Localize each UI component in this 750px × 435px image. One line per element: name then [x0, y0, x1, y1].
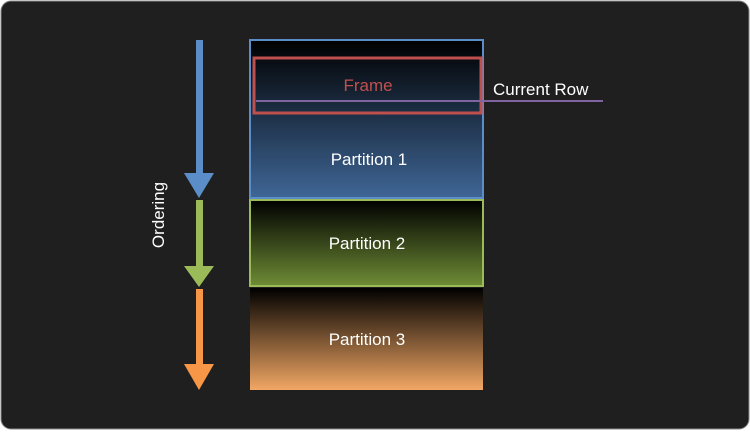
ordering-arrow-2: [184, 200, 214, 287]
partition-2-label: Partition 2: [329, 234, 406, 253]
partition-3-label: Partition 3: [329, 330, 406, 349]
partition-2-box: [249, 199, 484, 287]
partition-3-box: [250, 288, 483, 390]
current-row-label: Current Row: [493, 80, 589, 99]
partition-1-label: Partition 1: [331, 150, 408, 169]
ordering-arrow-3: [184, 289, 214, 390]
ordering-label: Ordering: [149, 182, 168, 248]
partition-1-box: [249, 39, 484, 199]
ordering-arrow-1: [184, 40, 214, 198]
frame-box: [252, 56, 483, 115]
frame-label: Frame: [343, 76, 392, 95]
